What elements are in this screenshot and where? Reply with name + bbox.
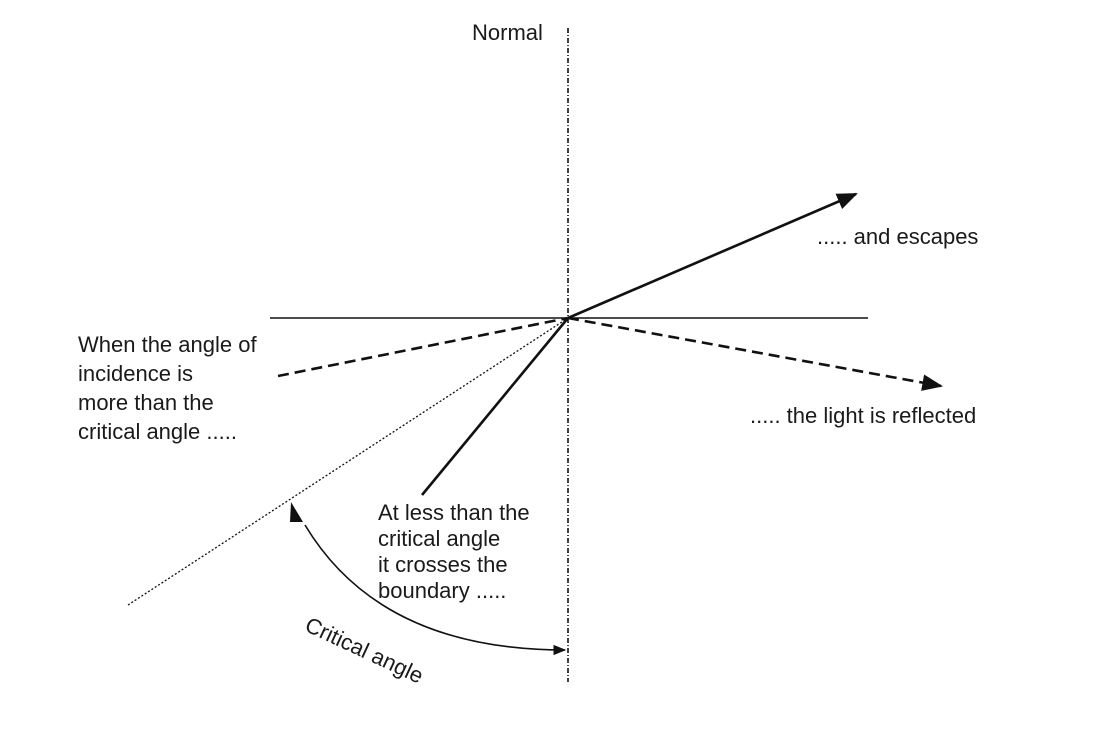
reflected-label: ..... the light is reflected [750,403,977,428]
more-than-critical-label: When the angle of incidence is more than… [78,332,257,444]
less-than-critical-label: At less than the critical angle it cross… [378,500,530,603]
normal-label: Normal [472,20,543,45]
incident-ray-below-critical [420,317,570,496]
refracted-escaping-ray [567,192,858,320]
critical-angle-ray [127,317,569,606]
incident-ray-above-critical [277,316,569,378]
arc-arrowhead-icon [290,502,303,522]
critical-angle-arc [304,524,567,656]
reflected-ray [567,316,944,391]
escapes-label: ..... and escapes [817,224,979,249]
